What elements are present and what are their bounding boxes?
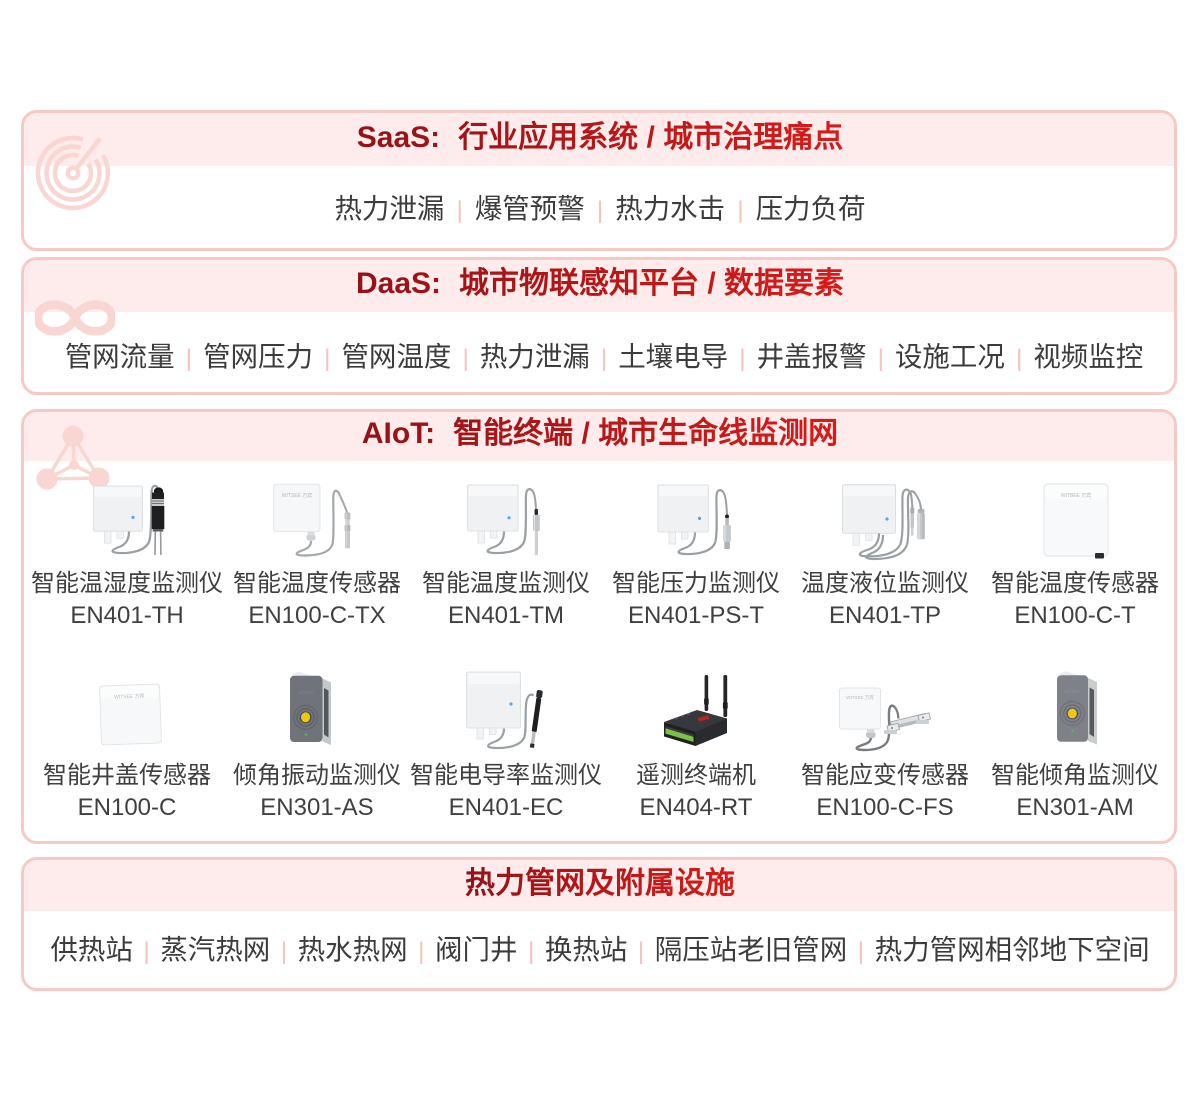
svg-text:WITBEE 万宾: WITBEE 万宾 — [1061, 492, 1092, 499]
svg-text:WITSEE 万宾: WITSEE 万宾 — [282, 492, 313, 499]
svg-text:WITSEE 万宾: WITSEE 万宾 — [113, 692, 144, 700]
svg-text:WITSEE 万宾: WITSEE 万宾 — [846, 694, 874, 701]
svg-text:WITSEE: WITSEE — [1064, 689, 1080, 694]
svg-text:WITSEE: WITSEE — [298, 690, 314, 695]
